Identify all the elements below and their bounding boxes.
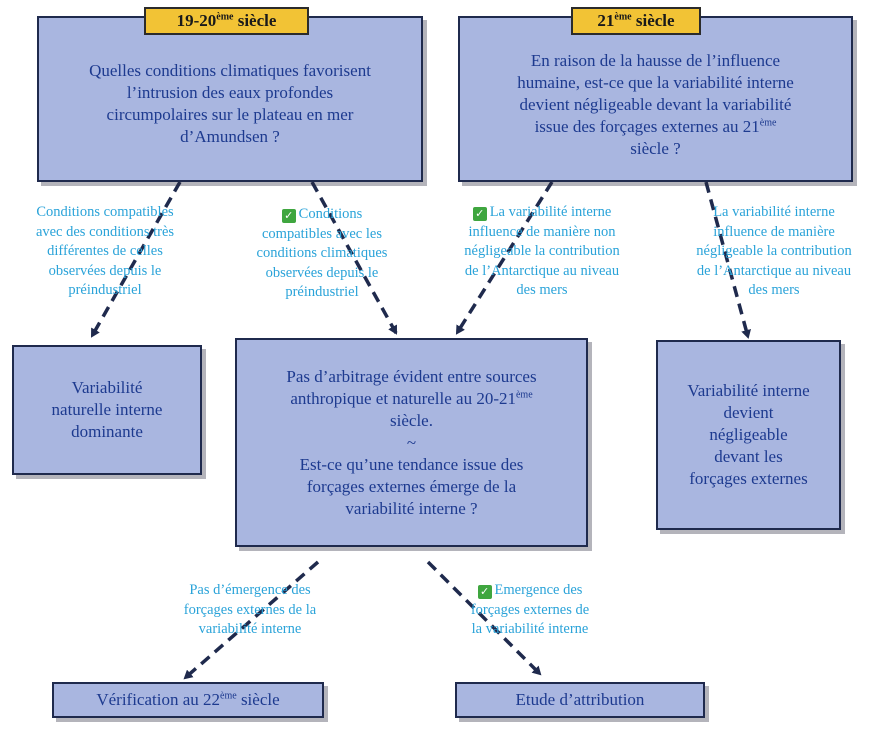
- arrow-to-variabilite-negligeable: [704, 181, 751, 339]
- label-influence-non-negligeable: ✓La variabilité interne influence de man…: [464, 204, 620, 298]
- arrow-right-to-center: [455, 181, 554, 335]
- question-box-left: Quelles conditions climatiques favorisen…: [37, 16, 423, 182]
- arrow-left-to-center: [310, 181, 398, 335]
- arrow-to-attribution: [426, 560, 542, 676]
- label-influence-negligeable: La variabilité interne influence de mani…: [696, 204, 852, 298]
- question-left-line: circumpolaires sur le plateau en mer: [106, 105, 354, 124]
- period-tag-19-20: 19-20ème siècle: [144, 7, 309, 35]
- arrow-to-variabilite-naturelle: [90, 181, 182, 338]
- check-mark-icon: ✓: [472, 207, 487, 221]
- question-right-line: humaine, est-ce que la variabilité inter…: [517, 73, 794, 92]
- label-pas-emergence: Pas d’émergence des forçages externes de…: [183, 582, 317, 637]
- box-variabilite-naturelle: Variabilité naturelle interne dominante: [12, 345, 202, 475]
- label-compatibles-differentes: Conditions compatibles avec des conditio…: [35, 204, 175, 298]
- check-mark-icon: ✓: [281, 209, 296, 223]
- check-mark-icon: ✓: [477, 585, 492, 599]
- question-right-line: devient négligeable devant la variabilit…: [519, 95, 792, 114]
- box-center-question: Pas d’arbitrage évident entre sources an…: [235, 338, 588, 547]
- label-emergence: ✓Emergence des forçages externes de la v…: [470, 582, 590, 637]
- question-right-line: siècle ?: [630, 139, 681, 158]
- question-left-line: l’intrusion des eaux profondes: [126, 83, 334, 102]
- box-variabilite-negligeable: Variabilité interne devient négligeable …: [656, 340, 841, 530]
- question-left-line: Quelles conditions climatiques favorisen…: [89, 61, 371, 80]
- question-box-right: En raison de la hausse de l’influence hu…: [458, 16, 853, 182]
- arrow-to-verification: [183, 560, 320, 680]
- question-right-line: En raison de la hausse de l’influence: [530, 51, 781, 70]
- question-left-line: d’Amundsen ?: [180, 127, 280, 146]
- question-right-line: issue des forçages externes au 21ème: [534, 117, 777, 136]
- box-verification: Vérification au 22ème siècle: [52, 682, 324, 718]
- label-compatibles-observees: ✓Conditions compatibles avec les conditi…: [256, 206, 388, 300]
- box-attribution: Etude d’attribution: [455, 682, 705, 718]
- period-tag-21: 21ème siècle: [571, 7, 701, 35]
